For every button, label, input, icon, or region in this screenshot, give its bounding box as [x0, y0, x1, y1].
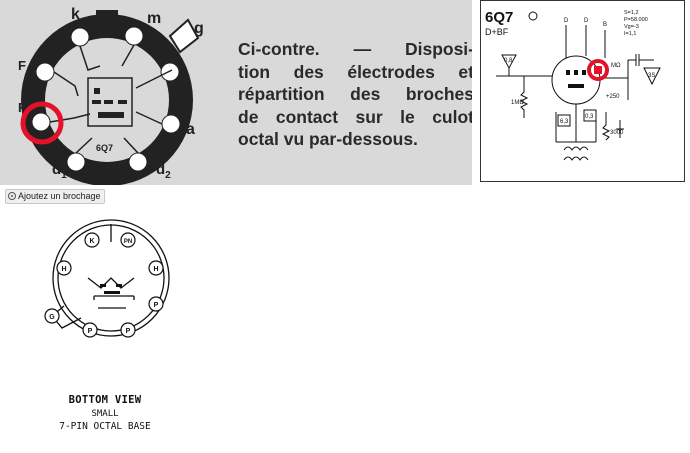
socket-key [96, 10, 118, 24]
label-out: 3S [648, 73, 655, 79]
pin-label-p-low-left: P [88, 328, 93, 335]
label-m: m [147, 10, 161, 27]
label-d2: d2 [156, 161, 171, 181]
pin-d2-hole [128, 152, 148, 172]
label-0-8: 0,8 [504, 58, 513, 64]
label-k: k [71, 6, 80, 23]
label-1mo: 1MΩ [511, 100, 524, 106]
bottom-view-diagram: K PN H H P P P G [44, 219, 170, 338]
param-s: S=1,2 [624, 10, 639, 16]
socket-pins [31, 26, 181, 172]
label-d-left: D [564, 18, 569, 24]
cathode-ends [93, 296, 135, 300]
param-i: I=1,1 [624, 31, 636, 37]
info-circle-icon [8, 192, 16, 200]
pin-h-left [56, 260, 72, 276]
pin-f-left-hole [31, 112, 51, 132]
param-p: P=58.000 [624, 17, 648, 23]
electrode-wiring [49, 44, 173, 154]
label-g: g [194, 20, 204, 37]
schematic-drawing: 6Q7 D+BF S=1,2 P=58.000 Vg=-3 I=1,1 D D … [485, 9, 661, 161]
label-plus-250: +250 [606, 94, 620, 100]
grid-cap [168, 18, 200, 54]
label-d-right: D [584, 18, 589, 24]
description-line: Ci-contre. — Disposi- [238, 39, 472, 59]
bottom-view-title: BOTTOM VIEW [68, 394, 142, 406]
octal-socket-drawing: 6Q7 k m g F F a d1 d2 [18, 6, 204, 185]
param-vg: Vg=-3 [624, 24, 639, 30]
tube-type-label: 6Q7 [96, 143, 113, 153]
label-6-3: 6,3 [560, 119, 569, 125]
description-line: de contact sur le culot [238, 106, 472, 127]
bottom-view-base-type: 7-PIN OCTAL BASE [59, 421, 151, 432]
pin-a-hole [161, 114, 181, 134]
red-highlight-fill [594, 66, 602, 74]
pin-p-low-right [120, 322, 136, 338]
label-f-left: F [18, 100, 26, 115]
label-3000: 3000 [610, 130, 624, 136]
label-f-top: F [18, 58, 26, 73]
red-highlight-circle [20, 101, 64, 145]
label-mo: MΩ [611, 63, 621, 69]
schematic-wiring [496, 25, 661, 161]
schematic-frame [480, 0, 685, 182]
pin-p-right [148, 296, 164, 312]
pin-d1-hole [66, 152, 86, 172]
octal-socket-scan-panel: 6Q7 k m g F F a d1 d2 Ci-contre. — Dispo… [0, 0, 472, 185]
schematic-panel: 6Q7 D+BF S=1,2 P=58.000 Vg=-3 I=1,1 D D … [478, 0, 690, 185]
label-a: a [186, 121, 195, 138]
label-d1: d1 [52, 161, 67, 181]
pin-label-p-right: P [154, 302, 159, 309]
pin-g [44, 308, 60, 324]
octal-base-icon [528, 11, 538, 21]
pin-label-h-left: H [61, 266, 66, 273]
add-pinout-label: Ajoutez un brochage [18, 191, 101, 201]
pin-label-k: K [89, 238, 94, 245]
electrode-plates [92, 88, 127, 118]
pin-g-side-hole [160, 62, 180, 82]
red-highlight-mark [587, 59, 609, 81]
schematic-function: D+BF [485, 27, 509, 37]
add-pinout-button[interactable]: Ajoutez un brochage [5, 189, 105, 204]
socket-description: Ci-contre. — Disposi- tion des électrode… [238, 38, 472, 151]
pin-m-hole [124, 26, 144, 46]
pin-pn [120, 232, 136, 248]
schematic-tube-name: 6Q7 [485, 9, 513, 26]
description-line: octal vu par-dessous. [238, 129, 418, 149]
pin-k [84, 232, 100, 248]
pin-label-h-right: H [153, 266, 158, 273]
label-0-3: 0,3 [585, 114, 594, 120]
label-b: B [603, 22, 607, 28]
base-outer-circle [52, 219, 170, 337]
pin-h-right [148, 260, 164, 276]
bottom-view-caption: BOTTOM VIEW SMALL 7-PIN OCTAL BASE [40, 392, 170, 433]
bottom-view-subtitle: SMALL [91, 409, 119, 419]
heater-symbol [87, 277, 135, 289]
pin-label-g: G [49, 314, 55, 321]
base-electrodes [100, 284, 122, 294]
description-line: tion des électrodes et [238, 61, 472, 82]
pin-p-low-left [82, 322, 98, 338]
pin-label-pn: PN [124, 239, 132, 245]
description-line: répartition des broches [238, 84, 472, 104]
schematic-electrodes [566, 70, 586, 88]
pin-label-p-low-right: P [126, 328, 131, 335]
pin-k-hole [70, 27, 90, 47]
grid-connector [51, 305, 82, 329]
pin-f-top-hole [35, 62, 55, 82]
